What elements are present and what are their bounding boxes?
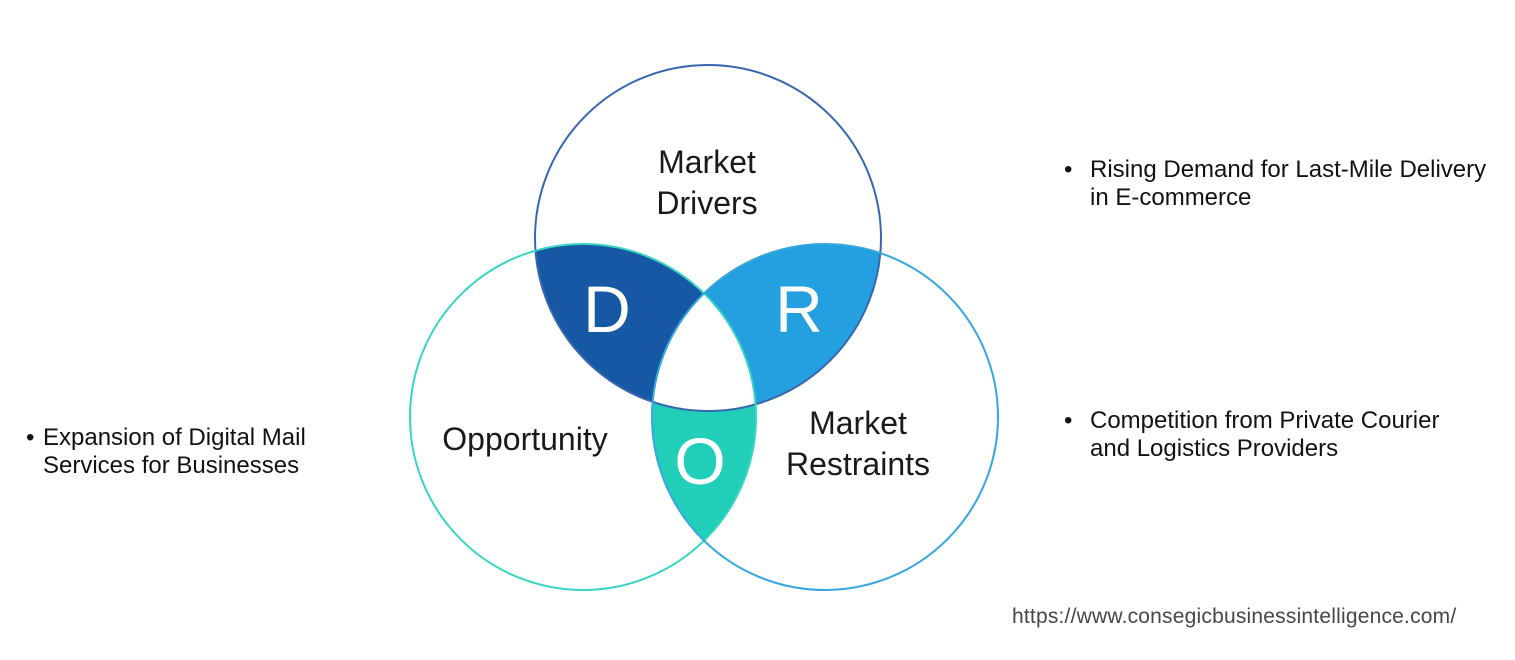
restraints-label-line2: Restraints [786, 446, 930, 482]
intersection-letter-r: R [775, 272, 823, 346]
restraints-circle [651, 243, 999, 591]
annotation-line: Competition from Private Courier [1090, 407, 1440, 434]
drivers-restraints-intersection [652, 244, 881, 411]
opportunity-label: Opportunity [442, 421, 607, 457]
bullet-icon: • [1064, 156, 1073, 183]
bullet-icon: • [26, 424, 35, 451]
annotation-opportunity: • Expansion of Digital Mail Services for… [26, 424, 346, 480]
drivers-opportunity-intersection [535, 244, 756, 411]
drivers-label-line1: Market [658, 144, 756, 180]
opportunity-circle [409, 243, 757, 591]
footer-url: https://www.consegicbusinessintelligence… [1012, 605, 1457, 628]
restraints-label-line1: Market [809, 405, 907, 441]
annotation-line: in E-commerce [1090, 184, 1252, 211]
drivers-label-line2: Drivers [656, 185, 757, 221]
annotation-line: Rising Demand for Last-Mile Delivery [1090, 156, 1487, 183]
annotation-drivers: • Rising Demand for Last-Mile Delivery i… [1064, 156, 1512, 212]
drivers-circle [534, 64, 882, 412]
annotation-text: Rising Demand for Last-Mile Delivery in … [1090, 156, 1486, 212]
annotation-text: Expansion of Digital Mail Services for B… [43, 424, 306, 480]
intersection-letter-d: D [583, 272, 631, 346]
intersection-letter-o: O [674, 424, 725, 498]
annotation-text: Competition from Private Courier and Log… [1090, 407, 1439, 463]
annotation-restraints: • Competition from Private Courier and L… [1064, 407, 1512, 463]
annotation-line: and Logistics Providers [1090, 435, 1339, 462]
annotation-line: Expansion of Digital Mail [43, 424, 306, 451]
bullet-icon: • [1064, 407, 1073, 434]
annotation-line: Services for Businesses [43, 452, 300, 479]
